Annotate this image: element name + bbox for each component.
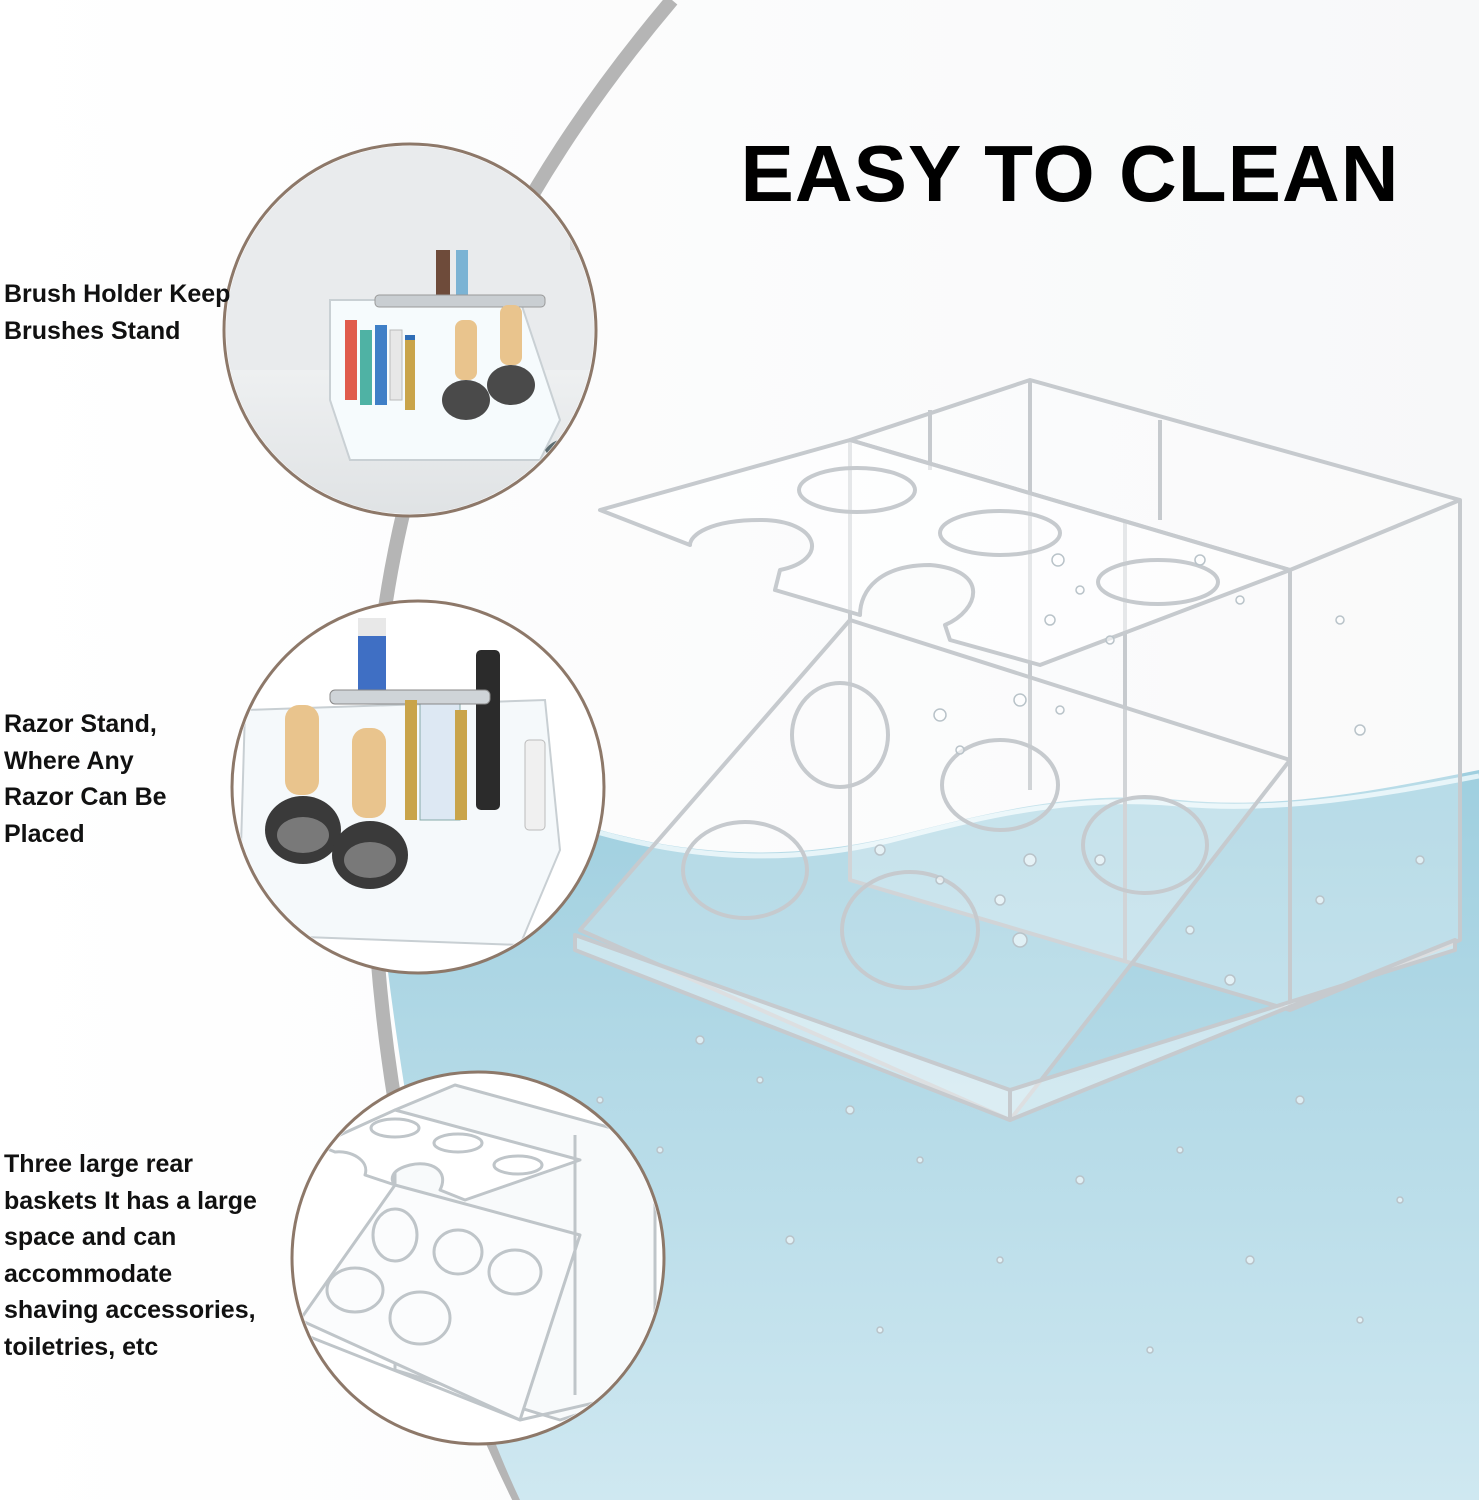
bubble-icon [596, 553, 1425, 1354]
water-surface-line [589, 773, 1479, 859]
headline: EASY TO CLEAN [740, 129, 1400, 218]
feature-caption-rear-baskets: Three large rear baskets It has a large … [4, 1150, 257, 1361]
feature-caption-brush-holder: Brush Holder Keep Brushes Stand [4, 280, 231, 345]
feature-image-2 [230, 599, 606, 975]
acrylic-holder [573, 378, 1462, 1122]
feature-caption-razor-stand: Razor Stand, Where Any Razor Can Be Plac… [4, 710, 167, 848]
feature-image-3 [290, 1070, 666, 1446]
